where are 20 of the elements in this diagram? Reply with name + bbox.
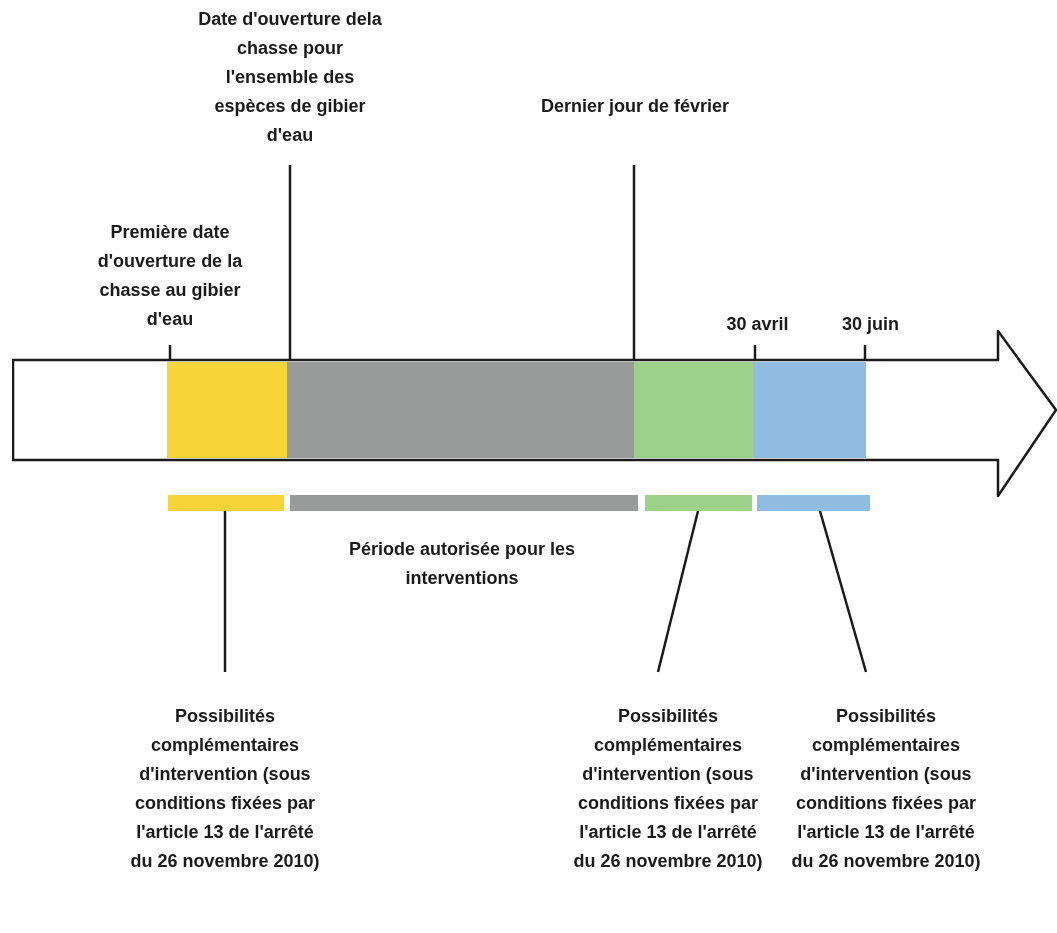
period-bar [168,495,284,511]
leader-line [223,511,227,672]
period-bar [645,495,752,511]
annotation-text: Possibilités complémentaires d'intervention (sous conditions fixées par l'article 13 de l'arrêté du 26 novembre 2010) [791,672,981,930]
date-label: 30 avril [705,310,810,345]
period-bar [757,495,870,511]
leader-line [656,510,700,673]
period-label: Période autorisée pour les interventions [347,538,577,590]
date-label: 30 juin [818,310,923,345]
leader-line [818,510,868,673]
period-bar [753,362,866,458]
date-label: Date d'ouverture dela chasse pour l'ensemble des espèces de gibier d'eau [195,5,385,165]
annotation-text: Possibilités complémentaires d'intervention (sous conditions fixées par l'article 13 de l'arrêté du 26 novembre 2010) [573,672,763,930]
date-label: Première date d'ouverture de la chasse au gibier d'eau [75,218,265,345]
date-label: Dernier jour de février [540,92,730,165]
period-bar [290,495,638,511]
period-bar [167,362,287,458]
annotation-text: Possibilités complémentaires d'intervention (sous conditions fixées par l'article 13 de l'arrêté du 26 novembre 2010) [130,672,320,930]
period-bar [287,362,634,458]
period-bar [634,362,753,458]
